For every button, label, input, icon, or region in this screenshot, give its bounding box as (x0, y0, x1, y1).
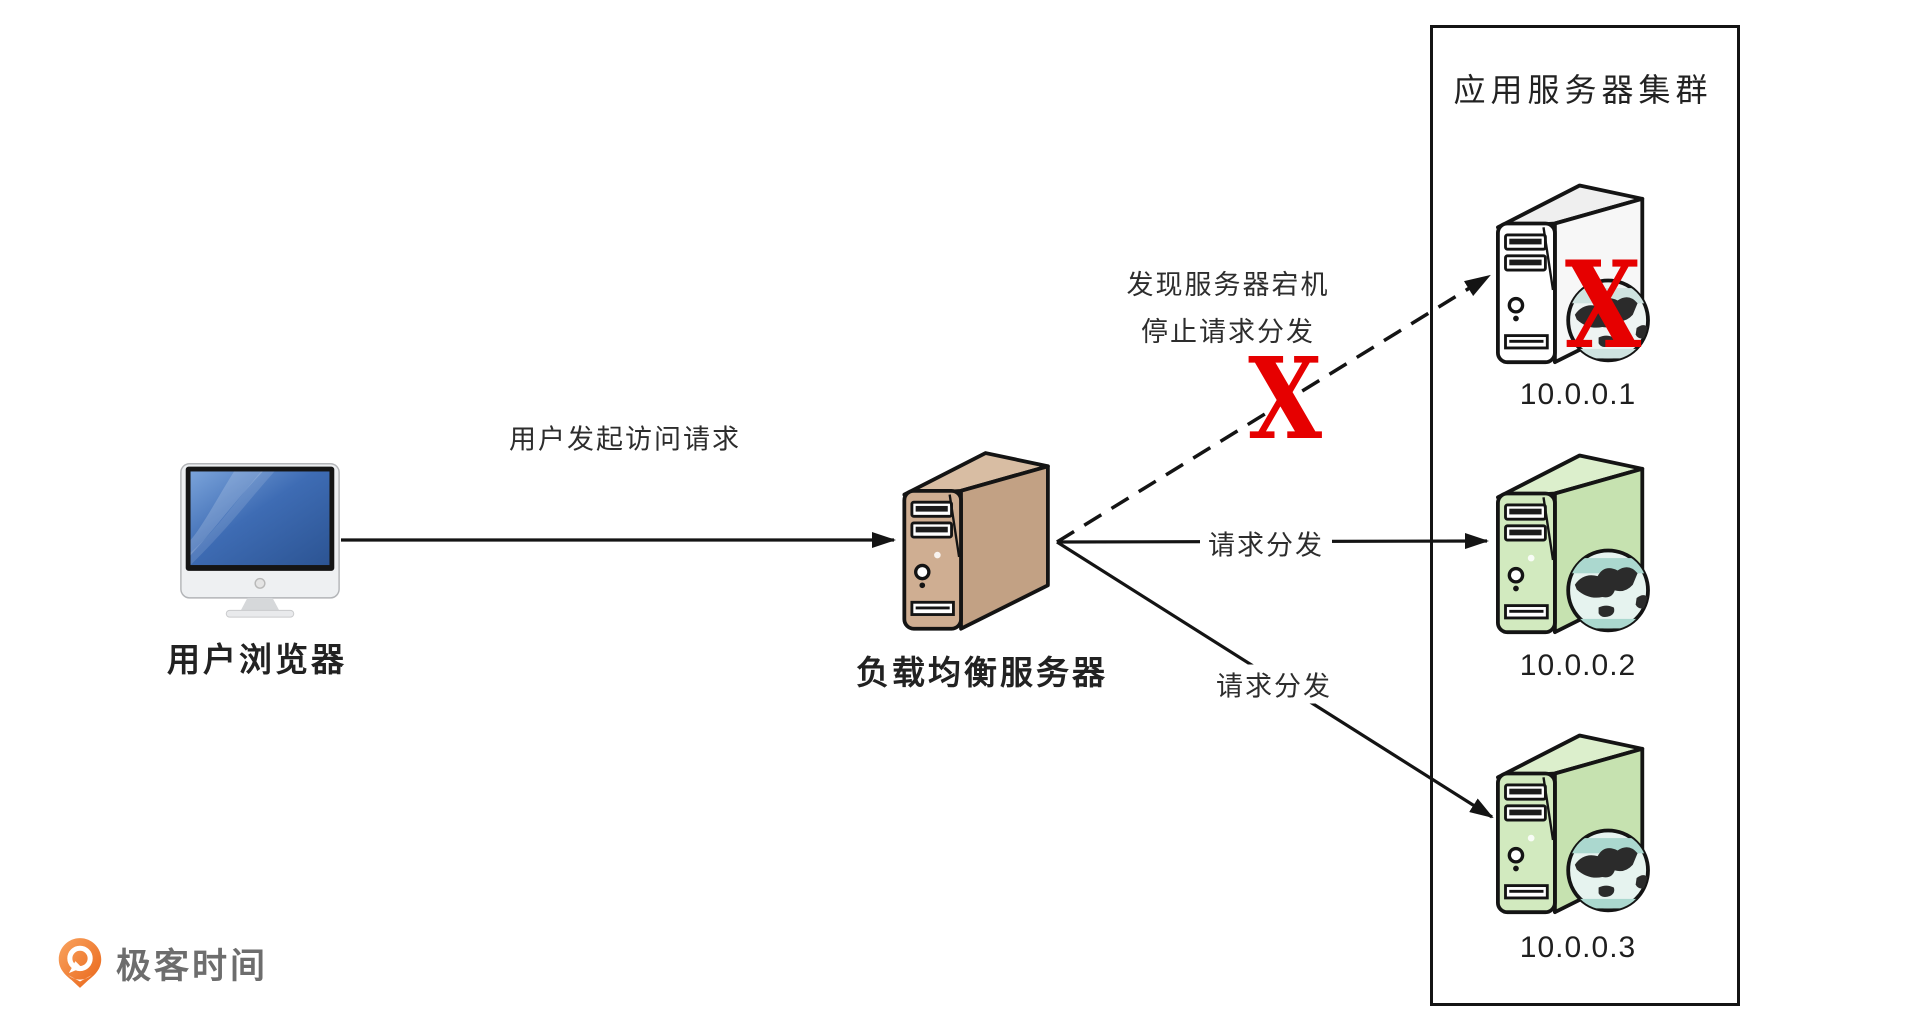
app-server-3-ip: 10.0.0.3 (1519, 931, 1637, 964)
load-balancer-icon (902, 451, 1050, 631)
app-server-2-ip: 10.0.0.2 (1519, 649, 1637, 682)
app-server-1-ip: 10.0.0.1 (1519, 378, 1637, 411)
edge-label-dispatch-2: 请求分发 (1200, 523, 1332, 563)
edge-note-line1: 发现服务器宕机 (1126, 270, 1330, 301)
server-down-x-mark: X (1564, 235, 1642, 376)
edge-label-user-request: 用户发起访问请求 (509, 424, 741, 455)
edge-label-dispatch-3: 请求分发 (1208, 664, 1340, 704)
geektime-pin-icon (56, 936, 104, 990)
load-balancer-label: 负载均衡服务器 (856, 654, 1108, 691)
brand-logo-text: 极客时间 (116, 946, 269, 986)
app-server-3-icon (1496, 733, 1658, 915)
app-server-2-icon (1496, 453, 1658, 635)
failed-dispatch-x-mark: X (1248, 334, 1322, 465)
brand-logo: 极客时间 (56, 936, 268, 990)
user-browser-icon (180, 463, 340, 618)
user-browser-label: 用户浏览器 (167, 641, 347, 678)
cluster-title: 应用服务器集群 (1453, 72, 1713, 108)
